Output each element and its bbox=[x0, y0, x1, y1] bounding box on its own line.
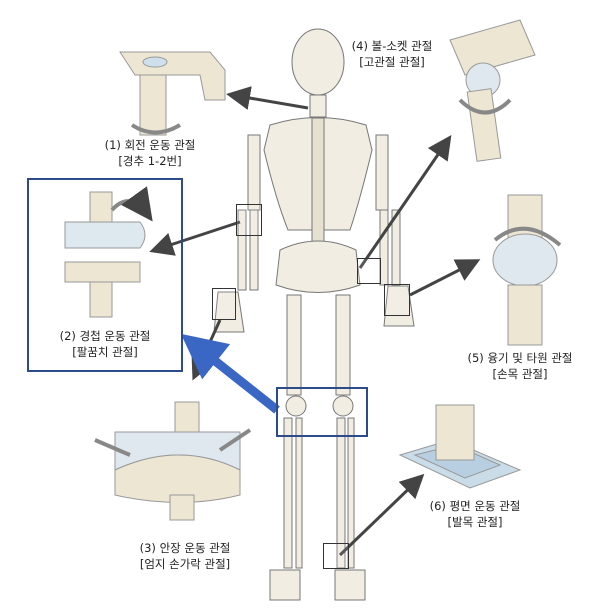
joint-location: [팔꿈치 관절] bbox=[72, 345, 138, 359]
joint-location: [손목 관절] bbox=[492, 367, 548, 381]
joint-location: [발목 관절] bbox=[447, 515, 503, 529]
label-plane-joint: (6) 평면 운동 관절 [발목 관절] bbox=[430, 498, 521, 530]
hinge-joint-model bbox=[64, 191, 146, 318]
skeleton bbox=[213, 28, 415, 601]
condyloid-joint-model bbox=[492, 194, 558, 346]
hip-marker-box bbox=[357, 258, 381, 284]
ball-socket-joint-model bbox=[449, 19, 536, 162]
label-condyloid-joint: (5) 융기 및 타원 관절 [손목 관절] bbox=[468, 350, 573, 382]
saddle-joint-model bbox=[114, 401, 241, 521]
joint-location: [경추 1-2번] bbox=[118, 154, 182, 168]
label-saddle-joint: (3) 안장 운동 관절 [엄지 손가락 관절] bbox=[140, 540, 231, 572]
joint-title: (1) 회전 운동 관절 bbox=[104, 138, 196, 152]
elbow-marker-box bbox=[236, 204, 262, 236]
pivot-joint-model bbox=[119, 51, 226, 136]
joint-title: (3) 안장 운동 관절 bbox=[139, 541, 231, 555]
joint-location: [엄지 손가락 관절] bbox=[139, 557, 231, 571]
joint-title: (6) 평면 운동 관절 bbox=[429, 499, 521, 513]
ankle-marker-box bbox=[323, 543, 349, 569]
joint-title: (2) 경첩 운동 관절 bbox=[59, 329, 151, 343]
label-ball-socket-joint: (4) 볼-소켓 관절 [고관절 관절] bbox=[352, 38, 433, 70]
plane-joint-model bbox=[398, 404, 522, 489]
right-wrist-marker-box bbox=[384, 284, 410, 316]
joint-title: (4) 볼-소켓 관절 bbox=[351, 39, 433, 53]
label-pivot-joint: (1) 회전 운동 관절 [경추 1-2번] bbox=[105, 137, 196, 169]
hinge-joint-highlight-box bbox=[27, 178, 183, 372]
joint-title: (5) 융기 및 타원 관절 bbox=[467, 351, 573, 365]
highlight-arrow bbox=[180, 333, 280, 414]
label-hinge-joint: (2) 경첩 운동 관절 [팔꿈치 관절] bbox=[60, 328, 151, 360]
left-wrist-marker-box bbox=[212, 288, 236, 320]
joint-location: [고관절 관절] bbox=[359, 55, 425, 69]
knee-selection-box[interactable] bbox=[276, 387, 368, 437]
